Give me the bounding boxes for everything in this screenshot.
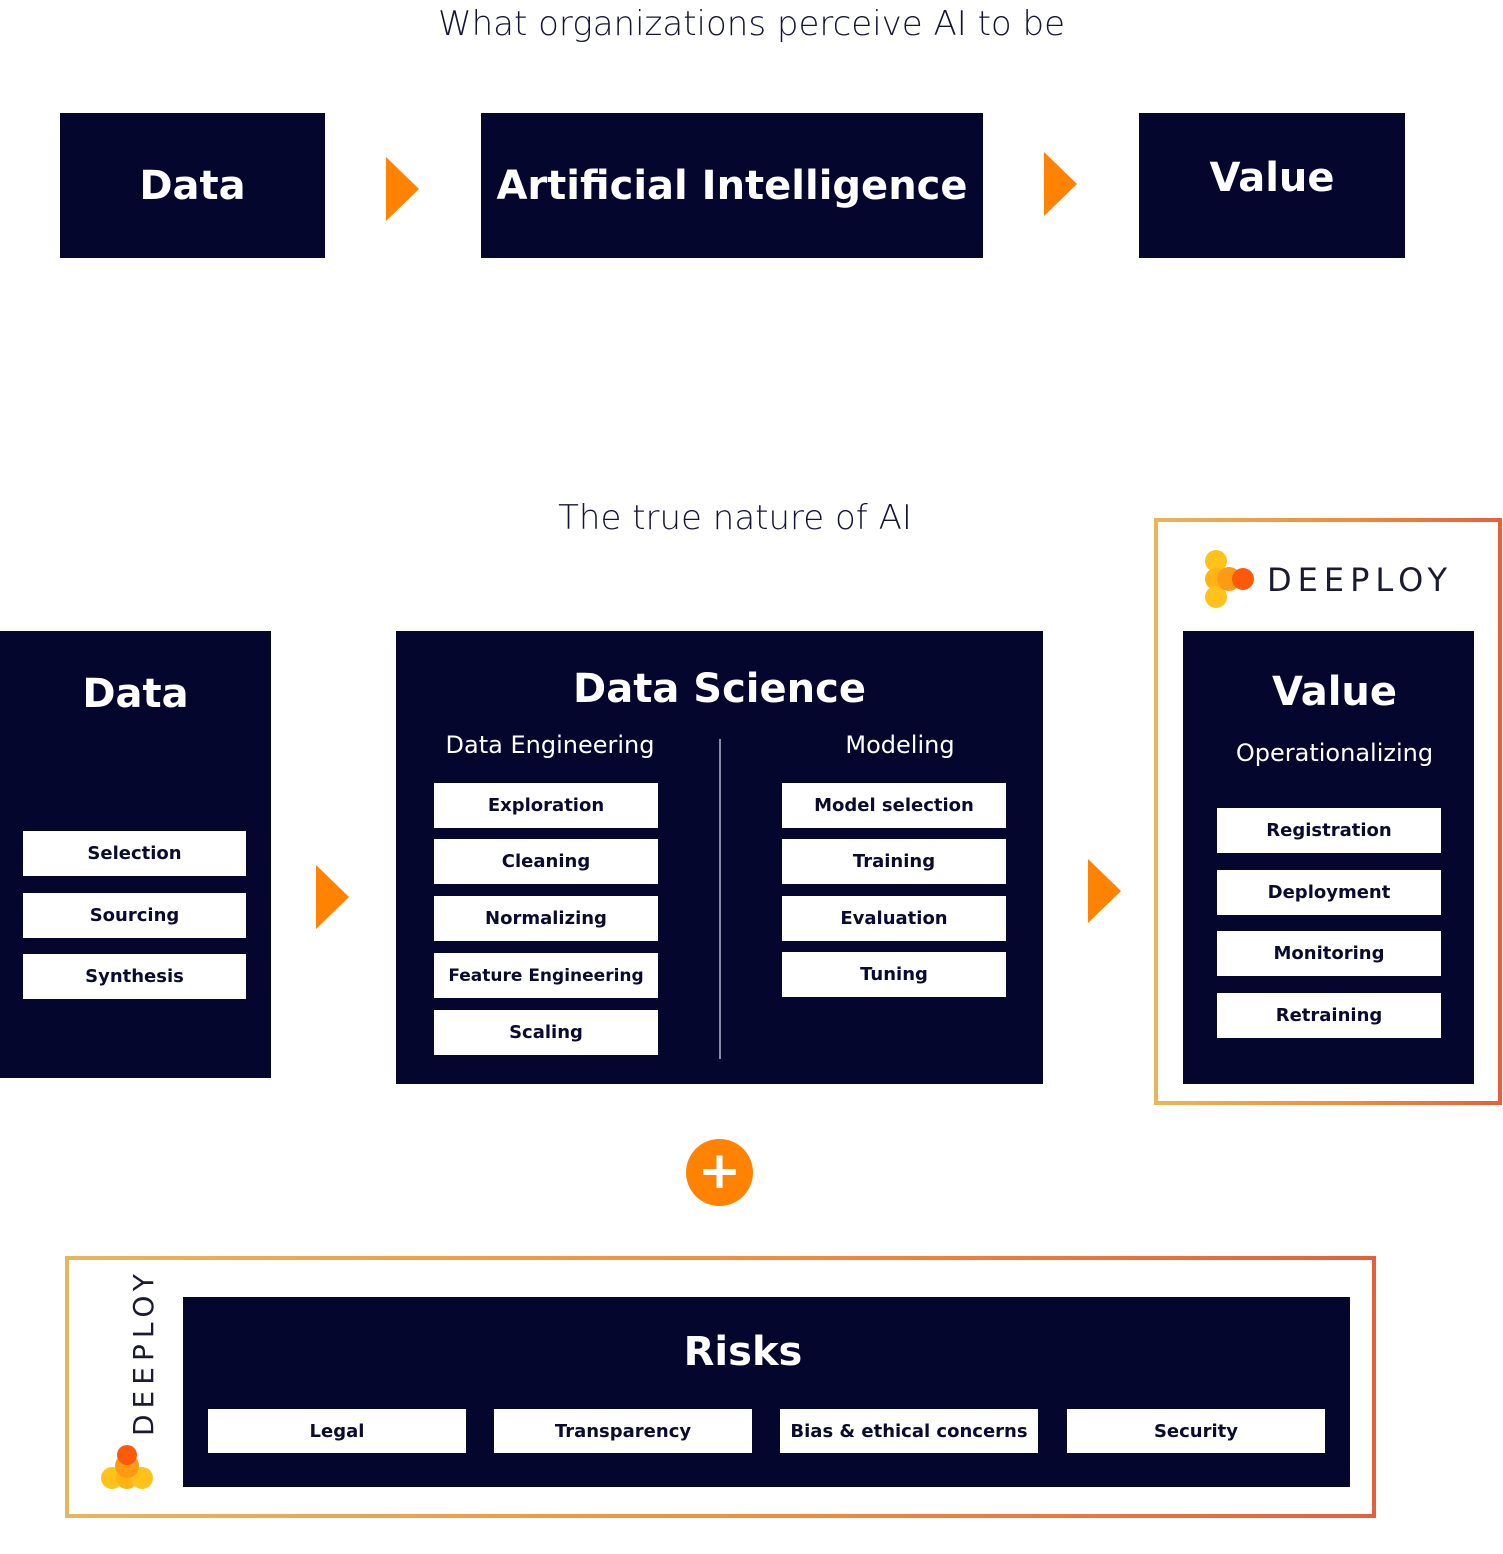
value-item-registration: Registration (1217, 808, 1441, 853)
deeploy-brand-vertical-label: DEEPLOY (127, 1267, 160, 1436)
deeploy-brand-label: DEEPLOY (1267, 561, 1454, 599)
modeling-label: Modeling (845, 731, 955, 759)
perceived-data-box: Data (60, 113, 325, 258)
modeling-item-tuning: Tuning (782, 952, 1006, 997)
value-panel: Value Operationalizing Registration Depl… (1183, 631, 1474, 1084)
engineering-item-normalizing: Normalizing (434, 896, 658, 941)
modeling-item-evaluation: Evaluation (782, 896, 1006, 941)
risk-item-legal: Legal (208, 1409, 466, 1453)
data-item-selection: Selection (23, 831, 246, 876)
column-divider (719, 739, 721, 1059)
perceived-value-label: Value (1209, 155, 1335, 201)
plus-symbol: + (697, 1140, 742, 1201)
risk-item-bias-ethical: Bias & ethical concerns (780, 1409, 1038, 1453)
perceived-value-box: Value (1139, 113, 1405, 258)
deeploy-logo-icon (1205, 550, 1254, 608)
value-item-retraining: Retraining (1217, 993, 1441, 1038)
arrow-right-icon (1088, 859, 1121, 923)
perceived-ai-label: Artificial Intelligence (496, 162, 968, 209)
data-engineering-label: Data Engineering (445, 731, 655, 759)
plus-circle-icon: + (686, 1139, 753, 1206)
data-science-title: Data Science (573, 666, 866, 712)
engineering-item-scaling: Scaling (434, 1010, 658, 1055)
risks-title: Risks (683, 1329, 803, 1375)
arrow-right-icon (1044, 152, 1077, 216)
value-panel-title: Value (1271, 669, 1398, 715)
risk-item-transparency: Transparency (494, 1409, 752, 1453)
perceived-data-label: Data (139, 162, 246, 209)
operationalizing-label: Operationalizing (1235, 739, 1434, 767)
modeling-item-model-selection: Model selection (782, 783, 1006, 828)
arrow-right-icon (316, 865, 349, 929)
engineering-item-exploration: Exploration (434, 783, 658, 828)
deeploy-logo-icon (101, 1445, 153, 1489)
engineering-item-feature-engineering: Feature Engineering (434, 953, 658, 998)
arrow-right-icon (386, 157, 419, 221)
risks-panel: Risks Legal Transparency Bias & ethical … (183, 1297, 1350, 1487)
data-item-sourcing: Sourcing (23, 893, 246, 938)
perceived-ai-heading: What organizations perceive AI to be (437, 4, 1066, 44)
risk-item-security: Security (1067, 1409, 1325, 1453)
data-science-panel: Data Science Data Engineering Modeling E… (396, 631, 1043, 1084)
data-panel-title: Data (82, 671, 189, 717)
value-item-monitoring: Monitoring (1217, 931, 1441, 976)
true-nature-heading: The true nature of AI (558, 498, 912, 538)
data-item-synthesis: Synthesis (23, 954, 246, 999)
modeling-item-training: Training (782, 839, 1006, 884)
engineering-item-cleaning: Cleaning (434, 839, 658, 884)
data-panel: Data Selection Sourcing Synthesis (0, 631, 271, 1078)
perceived-ai-box: Artificial Intelligence (481, 113, 983, 258)
value-item-deployment: Deployment (1217, 870, 1441, 915)
